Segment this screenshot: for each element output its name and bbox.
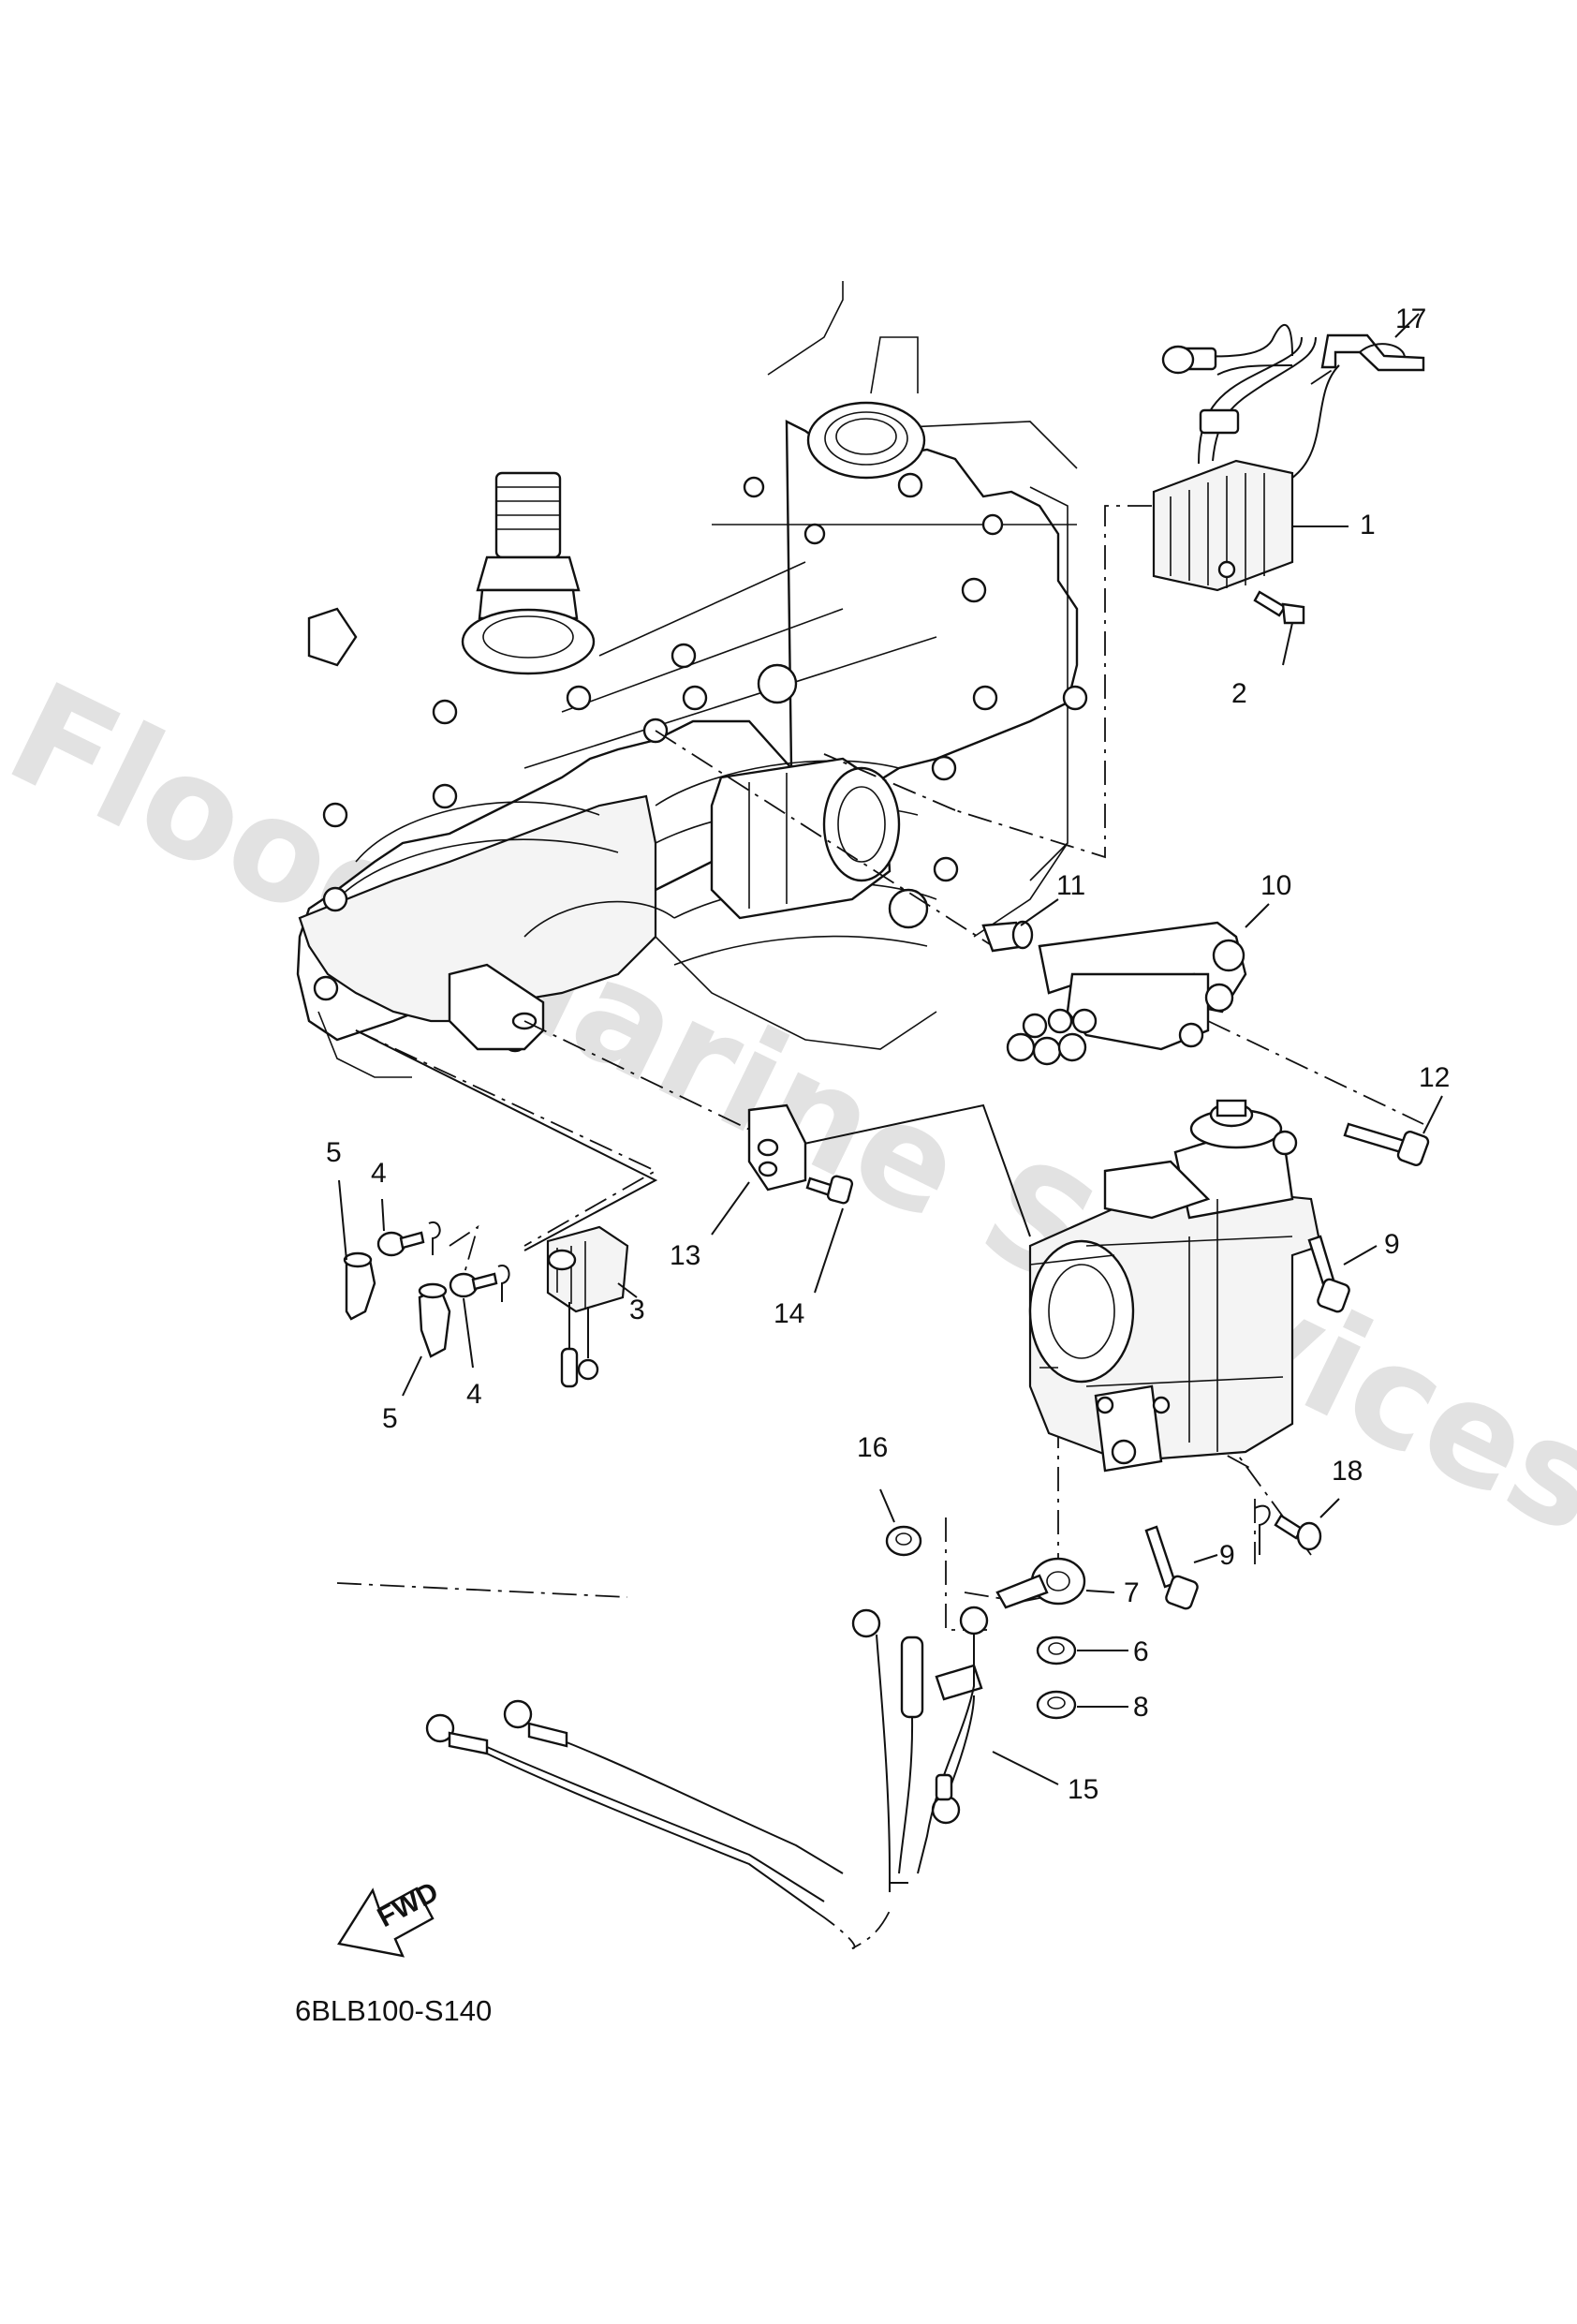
collar-11: [981, 898, 1059, 953]
clip: [1320, 313, 1425, 372]
forward-direction-arrow: FWD: [337, 1876, 444, 1958]
callout-15: 15: [1068, 1774, 1098, 1805]
screw-4-upper: [376, 1198, 441, 1257]
callout-9a: 9: [1384, 1229, 1400, 1260]
starter-bracket: [1006, 903, 1270, 1066]
cap-5-lower: [402, 1282, 451, 1397]
block-bolt-holes: [313, 472, 1088, 1053]
top-boss: [806, 401, 926, 480]
callout-5b: 5: [382, 1403, 398, 1434]
oil-filter: [710, 757, 901, 920]
sensor-unit-3: [546, 1225, 638, 1388]
callout-7: 7: [1124, 1577, 1140, 1608]
callout-1: 1: [1360, 510, 1376, 540]
bolt-14: [805, 1175, 854, 1294]
callout-9b: 9: [1219, 1540, 1235, 1571]
callout-14: 14: [774, 1298, 804, 1329]
callout-5a: 5: [326, 1137, 342, 1168]
callout-2: 2: [1231, 678, 1247, 709]
bracket-13: [711, 1103, 807, 1236]
bolt-2: [1253, 590, 1305, 666]
bolt-12: [1343, 1095, 1443, 1166]
callout-18: 18: [1332, 1456, 1363, 1487]
battery-cable: [425, 1606, 1059, 1949]
starter-motor: [1028, 1099, 1322, 1473]
callout-labels: 1 2 3 4 4 5 5 6 7 8 9 9 10 11 12 13 14 1…: [326, 303, 1450, 1805]
callout-6: 6: [1133, 1636, 1149, 1667]
callout-13: 13: [670, 1240, 700, 1271]
nut-16: [879, 1488, 922, 1557]
connector-plug-b: [1199, 408, 1240, 435]
screw-18: [1254, 1498, 1340, 1555]
callout-4a: 4: [371, 1158, 387, 1189]
rectifier-regulator: [1152, 323, 1340, 592]
callout-12: 12: [1419, 1062, 1450, 1093]
terminal-7: [995, 1557, 1115, 1609]
washer-8: [1036, 1690, 1128, 1720]
callout-16: 16: [857, 1432, 888, 1463]
callout-17: 17: [1395, 303, 1426, 334]
callout-10: 10: [1260, 870, 1291, 901]
bolt-9-lower: [1144, 1525, 1218, 1610]
callout-8: 8: [1133, 1692, 1149, 1723]
screw-4-lower: [449, 1264, 510, 1369]
engine-block: [296, 281, 1088, 1078]
nut-6: [1036, 1636, 1128, 1665]
diagram-code: 6BLB100-S140: [295, 1994, 492, 2027]
callout-11: 11: [1056, 870, 1085, 901]
crankshaft-end: [461, 471, 596, 675]
bolt-9-upper: [1307, 1235, 1378, 1313]
callout-4b: 4: [466, 1379, 482, 1410]
callout-3: 3: [629, 1295, 645, 1325]
cap-5-upper: [338, 1179, 376, 1321]
